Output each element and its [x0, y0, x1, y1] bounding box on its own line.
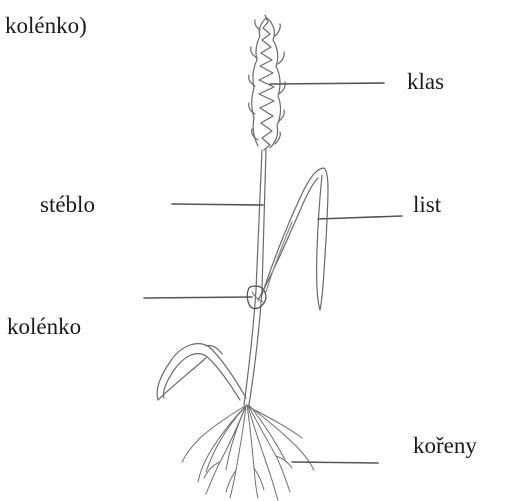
pointer-line-koreny: [292, 462, 378, 463]
wheat-stem: [244, 150, 266, 405]
pointer-line-list: [318, 216, 402, 219]
pointer-line-steblo: [172, 204, 263, 205]
wheat-roots: [182, 405, 314, 500]
wheat-leaf: [258, 168, 328, 310]
lower-leaf: [157, 344, 246, 400]
wheat-ear: [249, 15, 286, 150]
pointer-line-klas: [270, 83, 384, 84]
pointer-lines: [144, 83, 402, 463]
pointer-line-kolenko: [144, 297, 252, 298]
